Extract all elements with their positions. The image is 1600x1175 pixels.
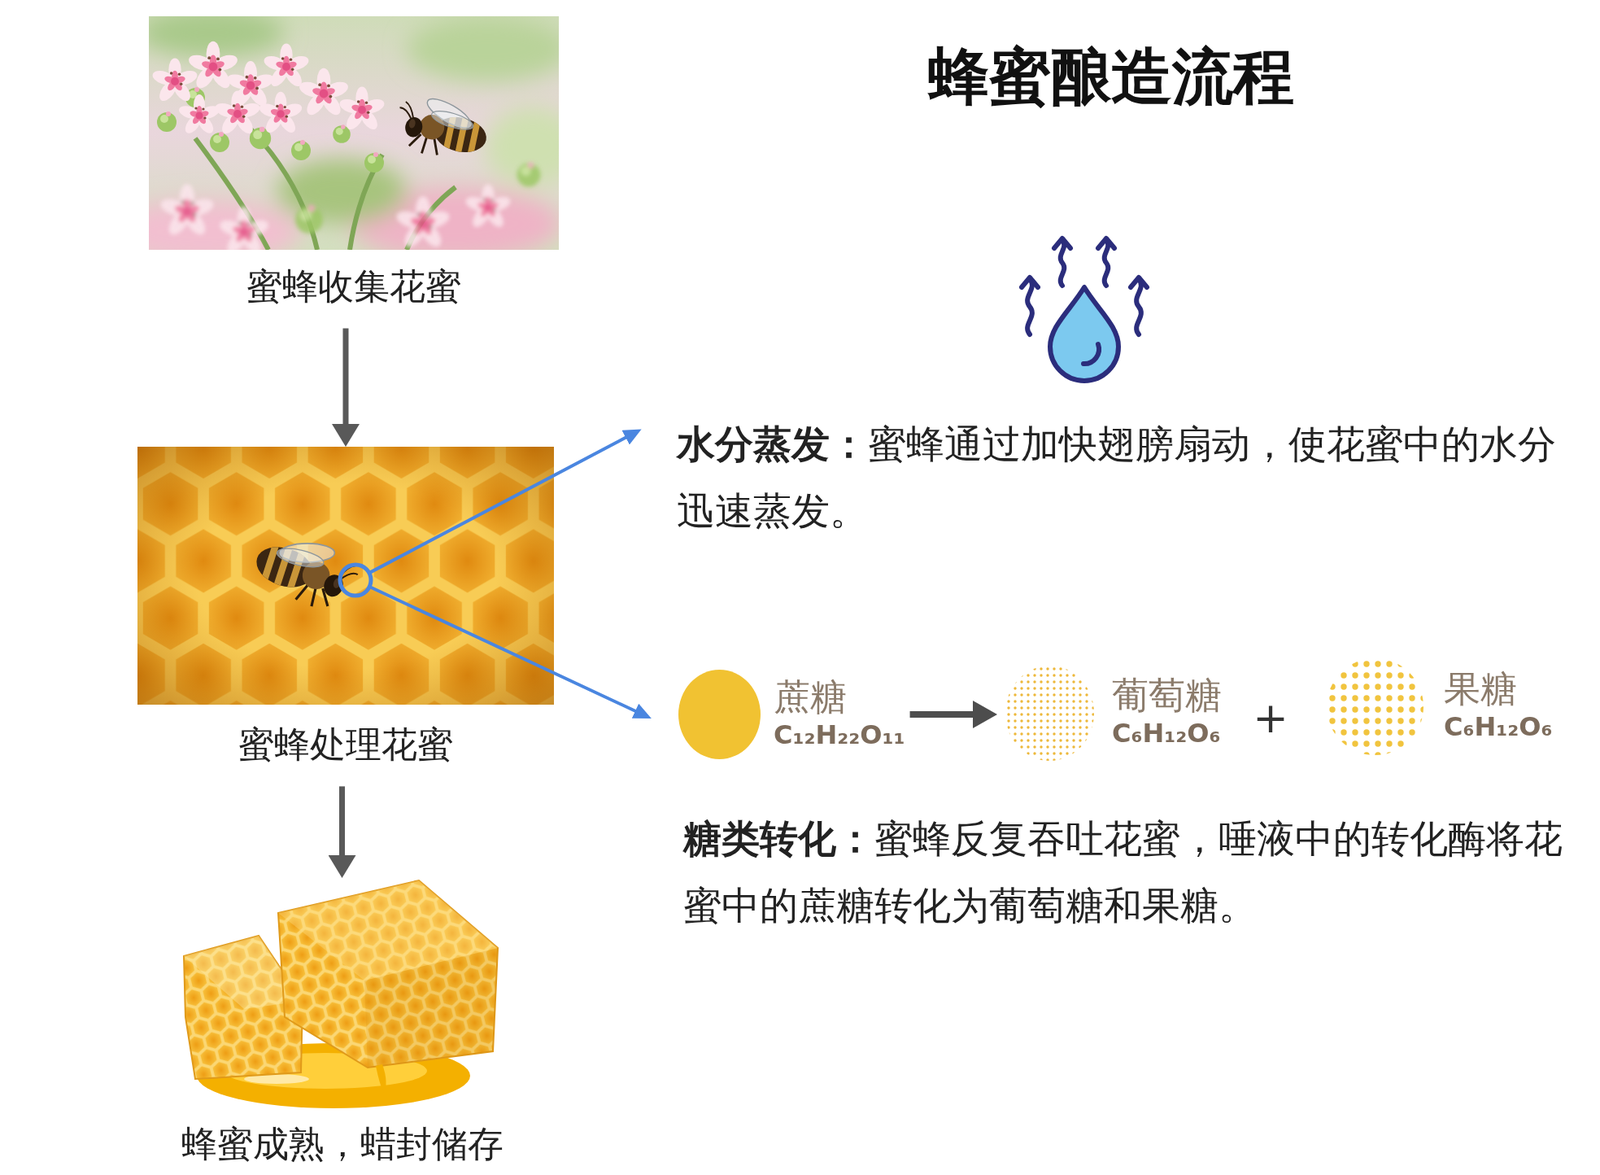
callout-arrow (369, 433, 633, 573)
sugar-note: 糖类转化：蜜蜂反复吞吐花蜜，唾液中的转化酶将花蜜中的蔗糖转化为葡萄糖和果糖。 (683, 805, 1579, 939)
photo-step: 蜜蜂处理花蜜 (137, 446, 554, 705)
photo-step: 蜂蜜成熟，蜡封储存 (183, 877, 501, 1112)
chemical-formula: C₆H₁₂O₆ (1111, 716, 1222, 751)
chemical-formula: C₁₂H₂₂O₁₁ (773, 718, 906, 753)
sugar-name: 葡萄糖 (1111, 674, 1222, 717)
process-note: 水分蒸发：蜜蜂通过加快翅膀扇动，使花蜜中的水分迅速蒸发。 (676, 410, 1572, 545)
plus-sign: + (1252, 696, 1289, 739)
note-heading: 水分蒸发： (676, 422, 868, 466)
sugar-node: 果糖C₆H₁₂O₆ (1326, 658, 1553, 755)
callout-arrow (369, 586, 643, 715)
step-caption: 蜜蜂处理花蜜 (238, 725, 454, 765)
flow-arrow (910, 710, 983, 718)
flow-arrow (343, 327, 349, 436)
step-caption: 蜂蜜成熟，蜡封储存 (181, 1124, 504, 1165)
sugar-circle-fill (1005, 665, 1095, 761)
sugar-name: 蔗糖 (773, 675, 906, 719)
sugar-circle-fill (1326, 658, 1424, 755)
sugar-text-column: 蔗糖C₁₂H₂₂O₁₁ (773, 675, 906, 752)
chemical-formula: C₆H₁₂O₆ (1443, 710, 1553, 745)
sugar-text-column: 果糖C₆H₁₂O₆ (1443, 667, 1553, 744)
note-paragraph: 水分蒸发：蜜蜂通过加快翅膀扇动，使花蜜中的水分迅速蒸发。 (676, 410, 1572, 545)
sugar-circle (1005, 665, 1095, 761)
photo-step: 蜜蜂收集花蜜 (148, 16, 559, 250)
sugar-node: 蔗糖C₁₂H₂₂O₁₁ (678, 669, 906, 759)
sugar-text-column: 葡萄糖C₆H₁₂O₆ (1111, 674, 1222, 750)
step-caption: 蜜蜂收集花蜜 (246, 267, 462, 307)
note-heading: 糖类转化： (683, 817, 875, 860)
diagram-title: 蜂蜜酿造流程 (928, 42, 1295, 113)
note-paragraph: 糖类转化：蜜蜂反复吞吐花蜜，唾液中的转化酶将花蜜中的蔗糖转化为葡萄糖和果糖。 (683, 805, 1579, 939)
flow-arrow (339, 785, 345, 867)
sugar-circle-fill (678, 669, 761, 759)
sugar-circle (678, 669, 761, 759)
sugar-circle (1326, 658, 1424, 755)
sugar-name: 果糖 (1443, 667, 1553, 711)
sugar-node: 葡萄糖C₆H₁₂O₆ (1005, 665, 1222, 761)
